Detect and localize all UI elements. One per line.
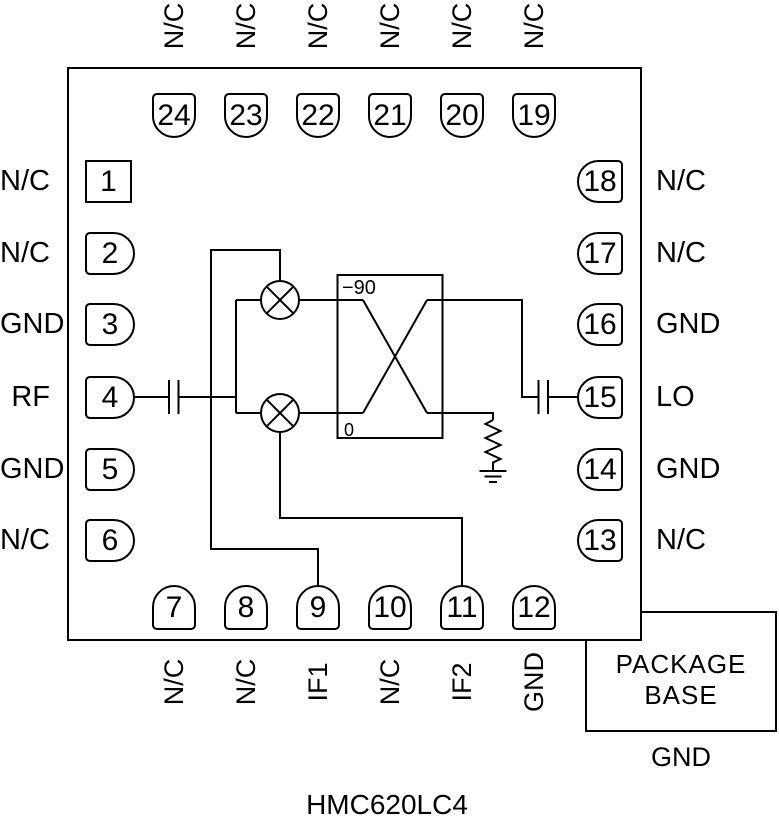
pin-7: 7: [152, 585, 196, 630]
pin-6: 6: [85, 519, 135, 562]
pin-20-label: N/C: [447, 2, 477, 50]
pin-17-label: N/C: [656, 237, 706, 269]
hybrid-phase-top-label: −90: [342, 277, 376, 299]
pin-15-label: LO: [656, 381, 695, 413]
pin-3: 3: [85, 303, 135, 346]
pin-9: 9: [296, 585, 340, 630]
pin-12: 12: [512, 585, 556, 630]
chip-outline: [67, 67, 642, 641]
pin-21: 21: [368, 93, 412, 138]
package-base-box: PACKAGE BASE: [585, 611, 777, 732]
pin-23-label: N/C: [231, 2, 261, 50]
pin-5: 5: [85, 448, 135, 491]
pin-14: 14: [577, 448, 623, 491]
pin-16: 16: [577, 303, 623, 346]
pin-2: 2: [85, 232, 135, 275]
pin-17: 17: [577, 232, 623, 275]
pin-16-label: GND: [656, 308, 721, 340]
pin-7-label: N/C: [159, 658, 189, 706]
pin-4: 4: [85, 376, 135, 419]
pin-3-label: GND: [0, 308, 65, 340]
pin-15: 15: [577, 376, 623, 419]
package-base-gnd-label: GND: [651, 742, 711, 772]
pin-9-label: IF1: [303, 662, 333, 702]
pin-5-label: GND: [0, 453, 65, 485]
pin-18-label: N/C: [656, 165, 706, 197]
pin-10-label: N/C: [375, 658, 405, 706]
pin-1-label: N/C: [0, 165, 50, 197]
pin-19: 19: [512, 93, 556, 138]
part-number-title: HMC620LC4: [306, 789, 468, 820]
pin-8-label: N/C: [231, 658, 261, 706]
pin-6-label: N/C: [0, 524, 50, 556]
pin-12-label: GND: [519, 652, 549, 712]
package-base-line2: BASE: [644, 680, 718, 710]
pin-10: 10: [368, 585, 412, 630]
pin-14-label: GND: [656, 453, 721, 485]
pin-24-label: N/C: [159, 2, 189, 50]
package-base-line1: PACKAGE: [615, 649, 747, 679]
pin-13: 13: [577, 519, 623, 562]
pin-11: 11: [440, 585, 484, 630]
pin-2-label: N/C: [0, 237, 50, 269]
pin-4-label: RF: [11, 381, 50, 413]
hybrid-phase-bottom-label: 0: [344, 420, 355, 440]
pin-22: 22: [296, 93, 340, 138]
pin-24: 24: [152, 93, 196, 138]
pin-1: 1: [85, 160, 132, 203]
pin-19-label: N/C: [519, 2, 549, 50]
pin-11-label: IF2: [447, 662, 477, 702]
pin-21-label: N/C: [375, 2, 405, 50]
pin-18: 18: [577, 160, 623, 203]
pin-20: 20: [440, 93, 484, 138]
pin-8: 8: [224, 585, 268, 630]
pin-13-label: N/C: [656, 524, 706, 556]
pin-23: 23: [224, 93, 268, 138]
pin-22-label: N/C: [303, 2, 333, 50]
